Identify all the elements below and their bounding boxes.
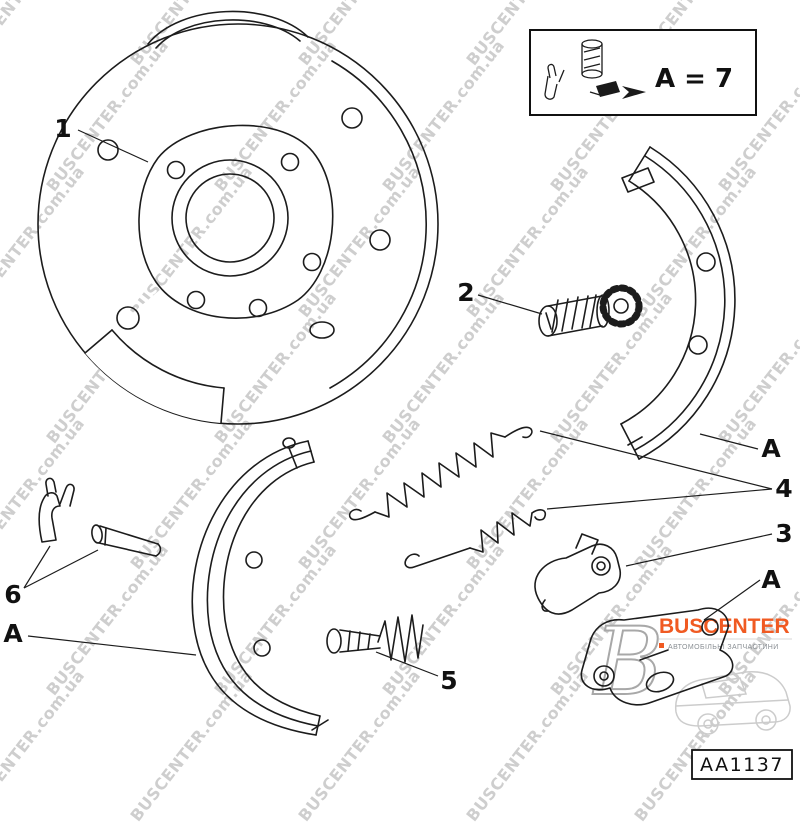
leader-line-a-left xyxy=(27,635,197,656)
label-shoe-a-left: A xyxy=(3,619,23,648)
leader-line-2 xyxy=(477,294,543,315)
backing-plate-drawing xyxy=(37,10,439,425)
upper-return-spring-drawing xyxy=(348,426,533,521)
label-part-5: 5 xyxy=(440,666,457,695)
legend-box: A = 7 xyxy=(529,29,757,116)
adjuster-gear-drawing xyxy=(538,284,643,337)
parking-lever-drawing xyxy=(580,607,734,706)
leader-line-5 xyxy=(375,651,439,677)
logo-monogram: B xyxy=(592,608,663,717)
part-code-box: AA1137 xyxy=(691,749,793,780)
leader-lines xyxy=(23,129,773,677)
leader-line-a-lever xyxy=(703,579,761,621)
label-part-1: 1 xyxy=(54,114,71,143)
label-part-2: 2 xyxy=(457,278,474,307)
parts-diagram: B BUSCENTER АВТОМОБІЛЬНІ ЗАПЧАСТИНИ xyxy=(3,10,793,780)
brake-shoe-right-drawing xyxy=(620,146,736,460)
logo-tagline: АВТОМОБІЛЬНІ ЗАПЧАСТИНИ xyxy=(668,644,779,651)
leader-line-6a xyxy=(23,545,51,589)
leader-line-4a xyxy=(539,430,773,490)
label-part-4: 4 xyxy=(775,474,792,503)
logo-bullet-icon xyxy=(659,643,664,648)
brake-shoe-left-drawing xyxy=(191,437,329,736)
label-part-6: 6 xyxy=(4,580,21,609)
pin-drawing xyxy=(91,524,162,557)
leader-line-4b xyxy=(546,488,773,510)
adjuster-screw-drawing xyxy=(326,614,424,663)
label-part-3: 3 xyxy=(775,519,792,548)
legend-text: A = 7 xyxy=(655,64,733,94)
leader-line-3 xyxy=(625,533,773,567)
actuating-lever-drawing xyxy=(534,533,622,615)
leader-line-a-right xyxy=(699,433,759,450)
van-sketch-icon xyxy=(674,670,791,735)
retaining-clip-drawing xyxy=(38,477,75,543)
legend-hardware-icon xyxy=(544,39,646,100)
lower-return-spring-drawing xyxy=(404,509,547,569)
logo-brand-text: BUSCENTER xyxy=(659,615,790,638)
part-code-text: AA1137 xyxy=(700,754,784,776)
leader-line-6b xyxy=(23,549,99,589)
leader-line-1 xyxy=(77,129,149,163)
label-shoe-a-right: A xyxy=(761,434,781,463)
label-lever-a: A xyxy=(761,565,781,594)
buscenter-logo: B BUSCENTER АВТОМОБІЛЬНІ ЗАПЧАСТИНИ xyxy=(591,607,792,735)
